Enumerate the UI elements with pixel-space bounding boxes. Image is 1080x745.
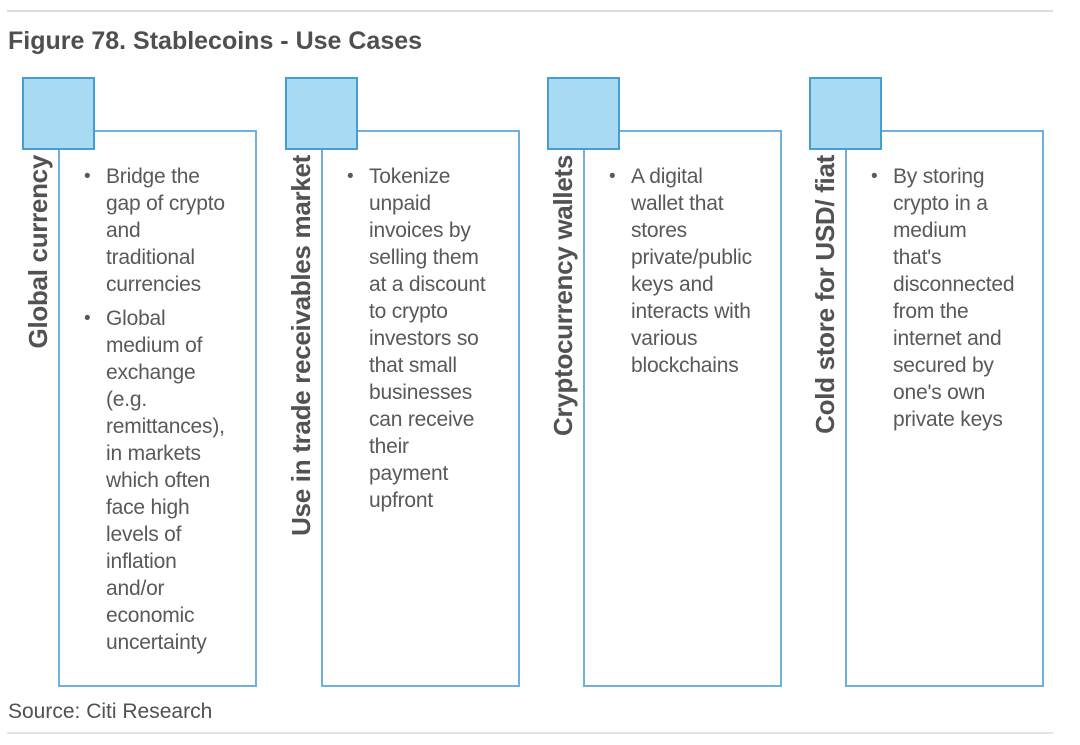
use-case-column-cold-store: • By storing crypto in a medium that's d… [808, 77, 1071, 689]
bullet-text: Tokenize unpaid invoices by selling them… [369, 165, 486, 512]
accent-square-icon [22, 77, 95, 150]
category-label: Cold store for USD/ fiat [810, 155, 840, 434]
top-divider-line [7, 10, 1053, 12]
accent-square-icon [809, 77, 882, 150]
bullet-list: • Bridge the gap of crypto and tradition… [84, 163, 249, 656]
bullet-text: By storing crypto in a medium that's dis… [893, 165, 1015, 431]
bullet-text: Bridge the gap of crypto and traditional… [106, 165, 225, 296]
bullet-item: • Tokenize unpaid invoices by selling th… [347, 163, 512, 514]
bullet-text: A digital wallet that stores private/pub… [631, 165, 752, 377]
source-attribution: Source: Citi Research [8, 700, 213, 723]
use-case-column-trade-receivables: • Tokenize unpaid invoices by selling th… [284, 77, 547, 689]
use-case-columns: • Bridge the gap of crypto and tradition… [0, 77, 1080, 689]
bullet-list: • By storing crypto in a medium that's d… [871, 163, 1036, 433]
bottom-divider-line [7, 732, 1053, 734]
bullet-item: • Bridge the gap of crypto and tradition… [84, 163, 249, 298]
content-box: • Bridge the gap of crypto and tradition… [58, 130, 257, 687]
bullet-item: • Global medium of exchange (e.g. remitt… [84, 305, 249, 656]
content-box: • A digital wallet that stores private/p… [583, 130, 782, 687]
accent-square-icon [547, 77, 620, 150]
use-case-column-global-currency: • Bridge the gap of crypto and tradition… [21, 77, 284, 689]
bullet-icon: • [84, 308, 91, 329]
bullet-item: • A digital wallet that stores private/p… [609, 163, 774, 379]
bullet-list: • Tokenize unpaid invoices by selling th… [347, 163, 512, 514]
accent-square-icon [285, 77, 358, 150]
bullet-icon: • [347, 166, 354, 187]
category-label: Use in trade receivables market [286, 155, 316, 536]
category-label: Global currency [23, 155, 53, 349]
content-box: • By storing crypto in a medium that's d… [845, 130, 1044, 687]
bullet-list: • A digital wallet that stores private/p… [609, 163, 774, 379]
bullet-item: • By storing crypto in a medium that's d… [871, 163, 1036, 433]
category-label: Cryptocurrency wallets [548, 155, 578, 436]
bullet-text: Global medium of exchange (e.g. remittan… [106, 307, 225, 654]
bullet-icon: • [84, 166, 91, 187]
content-box: • Tokenize unpaid invoices by selling th… [321, 130, 520, 687]
figure-title: Figure 78. Stablecoins - Use Cases [8, 27, 423, 55]
use-case-column-cryptocurrency-wallets: • A digital wallet that stores private/p… [546, 77, 809, 689]
bullet-icon: • [871, 166, 878, 187]
bullet-icon: • [609, 166, 616, 187]
